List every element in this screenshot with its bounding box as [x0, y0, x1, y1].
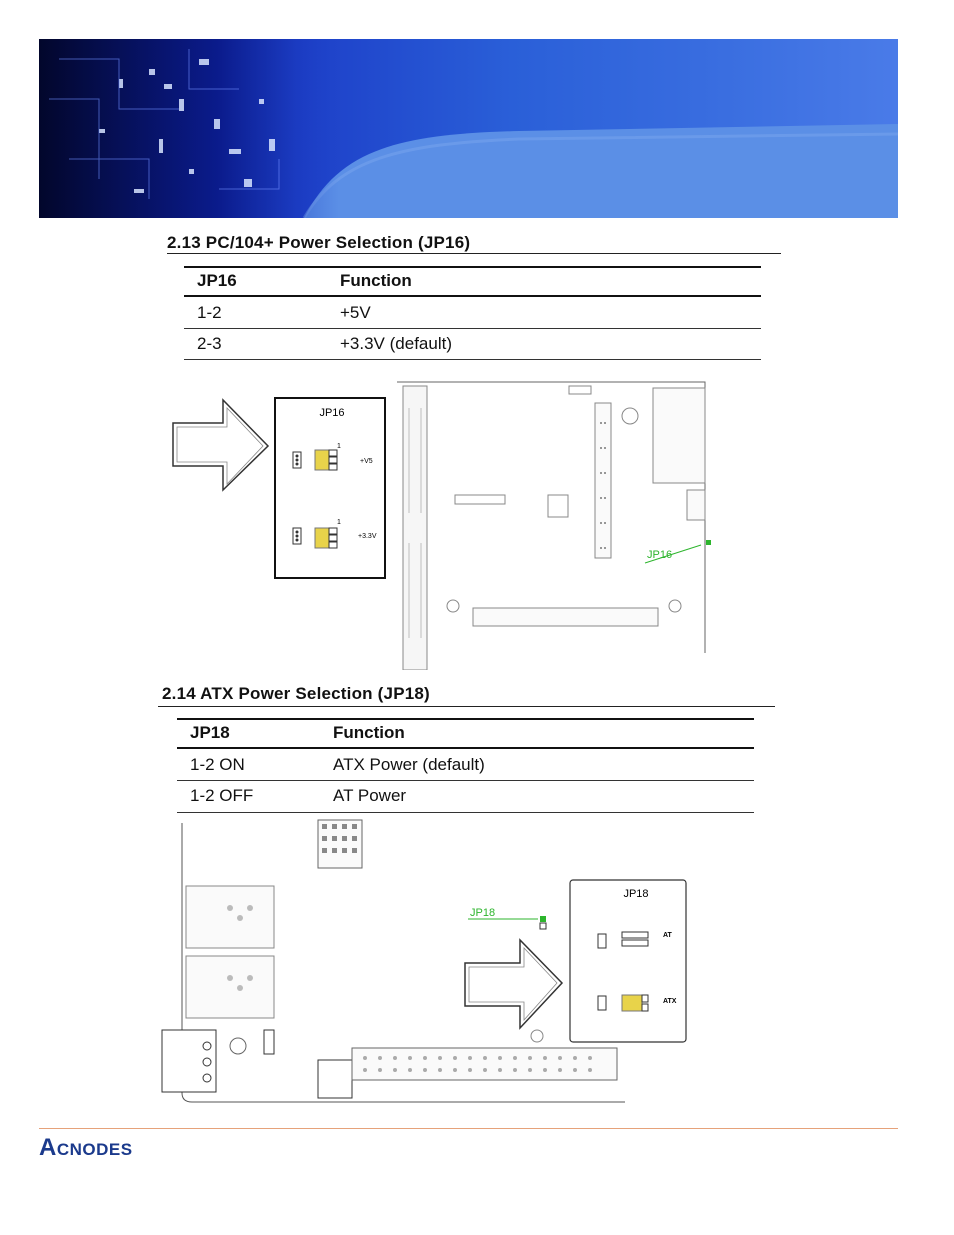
- svg-text:ACNODES: ACNODES: [39, 1134, 133, 1161]
- column-header-jp18: JP18: [190, 723, 230, 742]
- table-row-rule: [177, 780, 754, 781]
- table-bottom-rule: [177, 812, 754, 813]
- jumper-function: +5V: [340, 303, 371, 322]
- table-row-rule: [184, 328, 761, 329]
- jumper-setting: 2-3: [197, 334, 222, 353]
- title-underline: [167, 253, 781, 254]
- label-at: AT: [663, 932, 673, 939]
- jumper-setting: 1-2 ON: [190, 755, 245, 774]
- jp18-location-diagram: JP18 AT ATX JP18: [161, 819, 687, 1103]
- pointer-arrow-icon: [464, 938, 564, 1030]
- jp16-zoom-box: [274, 397, 386, 579]
- label-plus-3v3: +3.3V: [358, 533, 377, 540]
- jumper-function: +3.3V (default): [340, 334, 452, 353]
- table-header-rule: [177, 747, 754, 749]
- column-header-function: Function: [333, 723, 405, 742]
- circuit-board-photo: [39, 39, 339, 218]
- section-title-jp16: 2.13 PC/104+ Power Selection (JP16): [167, 233, 471, 252]
- jumper-off-icon: [597, 931, 649, 949]
- section-title-jp18: 2.14 ATX Power Selection (JP18): [162, 684, 430, 703]
- jp16-location-diagram: JP16 +V5 1 +3.3V 1 JP16: [172, 381, 711, 670]
- board-label-jp18: JP18: [470, 907, 495, 919]
- table-bottom-rule: [184, 359, 761, 360]
- zoom-box-title: JP16: [319, 407, 344, 419]
- jp16-marker: [706, 540, 711, 545]
- table-top-rule: [184, 266, 761, 268]
- jumper-setting: 1-2: [197, 303, 222, 322]
- pin-1-label: 1: [337, 519, 341, 526]
- jumper-function: AT Power: [333, 786, 407, 805]
- jp18-marker: [540, 916, 546, 922]
- board-label-jp16: JP16: [647, 549, 672, 561]
- table-top-rule: [177, 718, 754, 720]
- title-underline: [158, 706, 775, 707]
- jumper-2-3-icon: [292, 527, 338, 549]
- header-banner: [39, 39, 898, 218]
- label-plus-5v: +V5: [360, 458, 373, 465]
- label-atx: ATX: [663, 998, 677, 1005]
- column-header-function: Function: [340, 271, 412, 290]
- jp18-zoom-box: [569, 879, 687, 1043]
- table-header-rule: [184, 295, 761, 297]
- pointer-arrow-icon: [172, 398, 270, 492]
- jumper-setting: 1-2 OFF: [190, 786, 254, 805]
- column-header-jp16: JP16: [197, 271, 237, 290]
- jp16-table: JP16 Function 1-2 +5V 2-3 +3.3V (default…: [184, 266, 761, 361]
- jp18-table: JP18 Function 1-2 ON ATX Power (default)…: [177, 718, 754, 813]
- jumper-on-icon: [597, 994, 649, 1012]
- jumper-1-2-icon: [292, 449, 338, 471]
- pin-1-label: 1: [337, 443, 341, 450]
- acnodes-logo: ACNODES: [39, 1134, 133, 1161]
- zoom-box-title: JP18: [623, 888, 648, 900]
- jumper-function: ATX Power (default): [333, 755, 485, 774]
- footer-rule: [39, 1128, 898, 1129]
